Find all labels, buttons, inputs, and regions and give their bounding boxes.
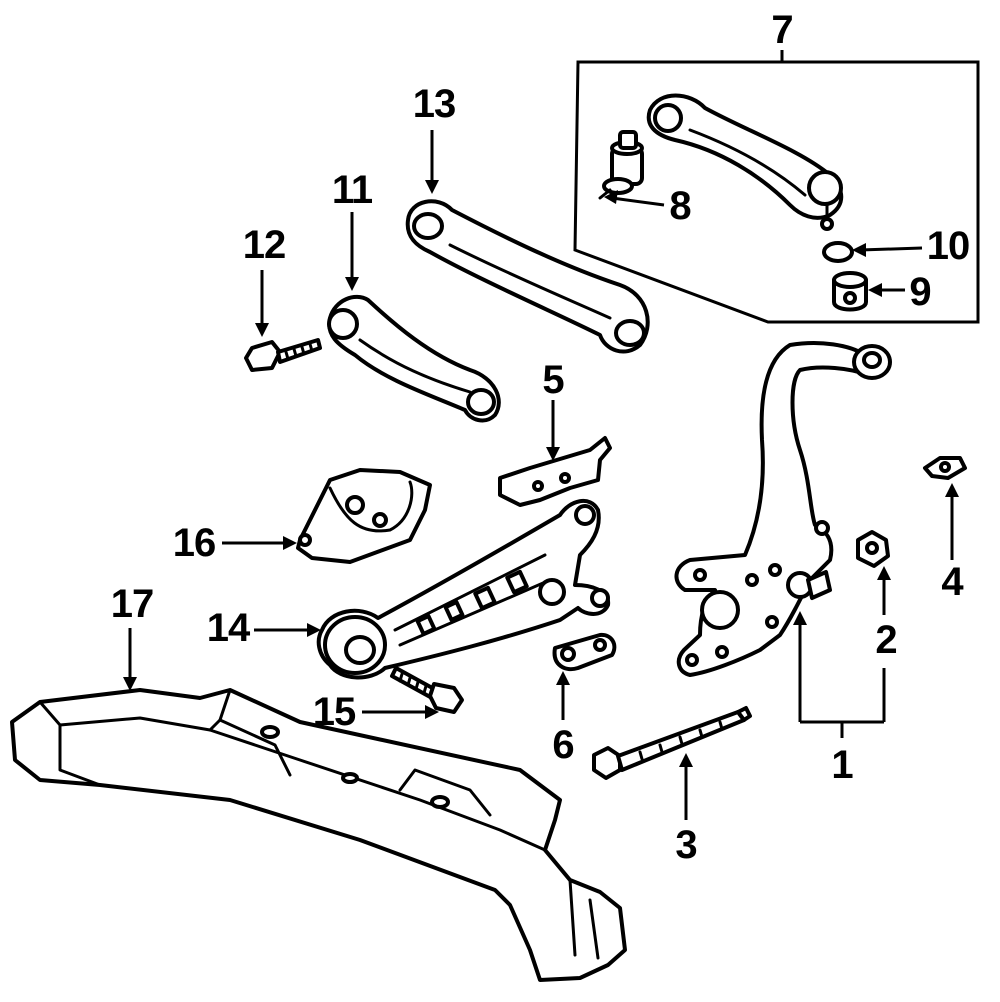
trailing-arm-14 <box>316 499 611 680</box>
mount-16 <box>296 468 432 564</box>
kit-box-outline <box>573 60 980 324</box>
callout-12: 12 <box>242 223 286 267</box>
callout-2: 2 <box>875 618 897 662</box>
callout-9: 9 <box>909 270 931 314</box>
snap-ring <box>822 241 854 263</box>
callout-14: 14 <box>206 606 250 650</box>
link-arm-11 <box>327 294 501 423</box>
bushing-part-8 <box>598 130 644 200</box>
knuckle-1 <box>674 341 892 677</box>
bolt-12 <box>244 338 322 372</box>
callout-16: 16 <box>172 521 216 565</box>
callout-3: 3 <box>675 823 697 867</box>
bolt-3 <box>592 706 752 780</box>
lateral-link-13 <box>405 199 650 354</box>
bushing-part-9 <box>832 271 868 312</box>
leader-lines <box>123 130 959 820</box>
upper-control-arm <box>646 93 844 231</box>
callout-17: 17 <box>110 582 154 626</box>
bracket-5 <box>498 436 612 507</box>
callout-8: 8 <box>669 184 691 228</box>
callout-7: 7 <box>771 8 793 52</box>
callout-1: 1 <box>831 743 853 787</box>
callout-6: 6 <box>552 723 574 767</box>
callout-5: 5 <box>542 358 564 402</box>
crossmember-17 <box>10 688 627 982</box>
callout-4: 4 <box>941 560 963 604</box>
callout-10: 10 <box>926 224 970 268</box>
callout-11: 11 <box>331 168 373 212</box>
callout-15: 15 <box>312 690 356 734</box>
callout-13: 13 <box>412 82 456 126</box>
bolt-15 <box>390 666 464 714</box>
plate-6 <box>552 632 617 671</box>
clip-4 <box>923 456 967 480</box>
nut-2 <box>856 530 890 568</box>
